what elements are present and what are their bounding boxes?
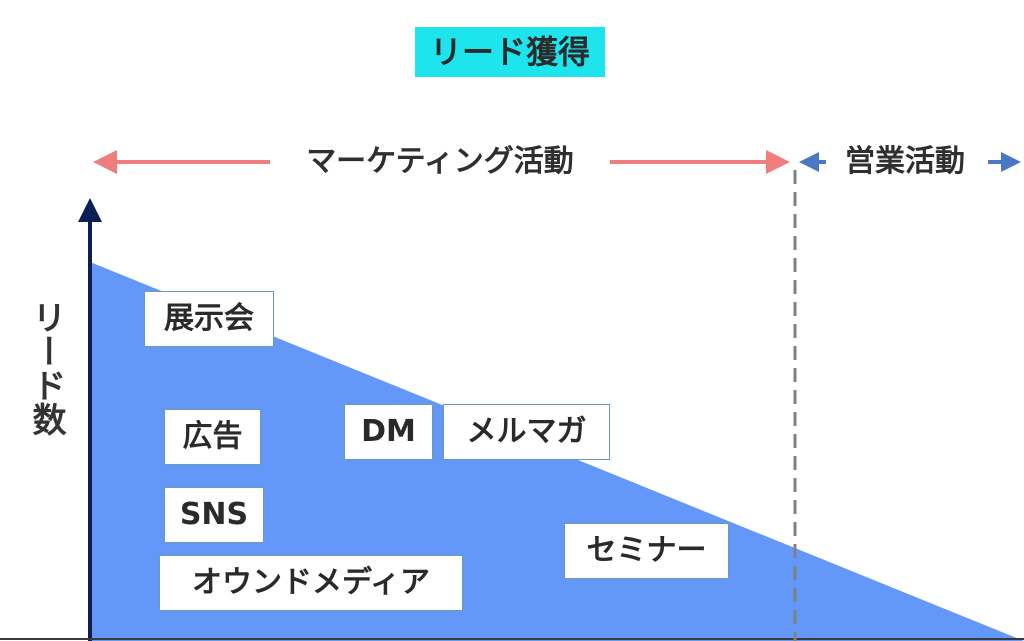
channel-advertising: 広告 — [164, 409, 261, 465]
sales-phase-label: 営業活動 — [845, 144, 965, 179]
channel-seminar: セミナー — [564, 523, 729, 579]
diagram-title: リード獲得 — [415, 27, 605, 77]
channel-exhibition: 展示会 — [144, 291, 274, 347]
marketing-phase-label: マーケティング活動 — [306, 144, 574, 179]
channel-dm: DM — [344, 404, 433, 460]
channel-owned-media: オウンドメディア — [159, 555, 463, 611]
channel-sns: SNS — [164, 487, 264, 543]
channel-newsletter: メルマガ — [443, 404, 610, 460]
y-axis-label: リード数 — [26, 300, 66, 436]
